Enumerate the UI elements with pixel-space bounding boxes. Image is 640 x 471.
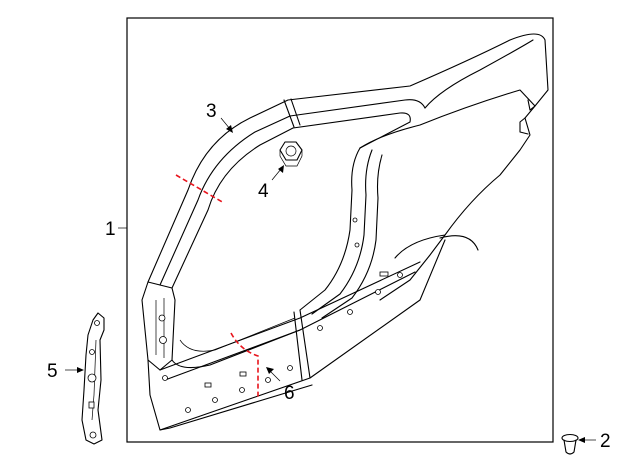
callout-1: 1 bbox=[105, 219, 116, 240]
callout-4: 4 bbox=[258, 181, 269, 202]
callout-2: 2 bbox=[600, 431, 611, 452]
callout-6: 6 bbox=[284, 383, 295, 404]
plug-part bbox=[561, 433, 579, 455]
callout-5: 5 bbox=[47, 361, 58, 382]
bracket-part bbox=[81, 312, 105, 445]
nut-part bbox=[279, 141, 303, 167]
side-panel-assembly bbox=[141, 33, 549, 431]
leader-lines bbox=[65, 117, 596, 443]
assembly-frame bbox=[126, 17, 554, 443]
callout-3: 3 bbox=[206, 101, 217, 122]
